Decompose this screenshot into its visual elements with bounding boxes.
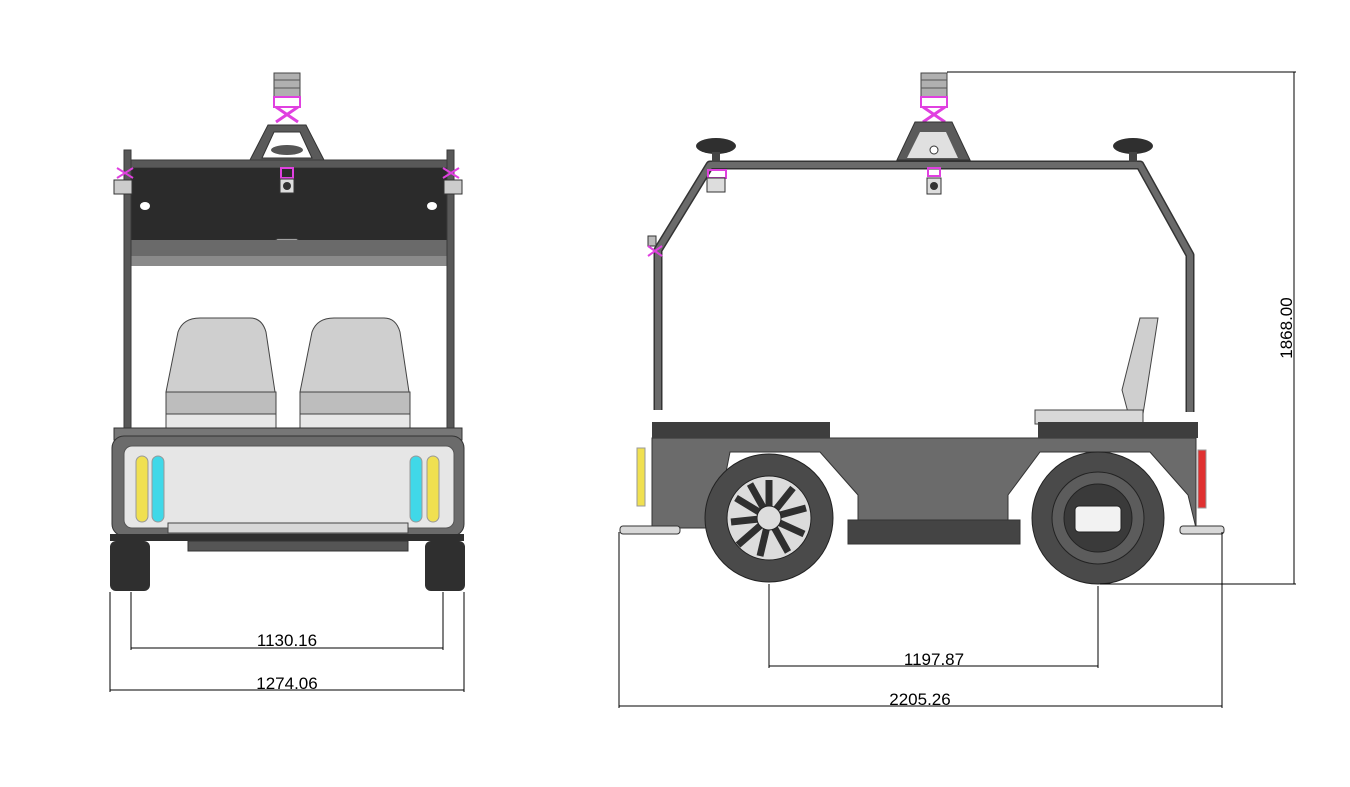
- side-seat: [1034, 317, 1159, 425]
- side-mount-left-icon: [113, 167, 134, 195]
- side-reflector-yellow: [636, 447, 646, 507]
- front-wheel-right: [425, 541, 465, 591]
- reflector-cyan-right: [409, 455, 423, 523]
- front-body-panel: [123, 445, 455, 529]
- front-wheel-left: [110, 541, 150, 591]
- side-length-dimension: 2205.26: [618, 532, 1223, 709]
- side-view: 1197.87 2205.26 1868.00: [618, 71, 1296, 709]
- front-width-label: 1274.06: [256, 674, 317, 693]
- side-length-label: 2205.26: [889, 690, 950, 709]
- front-track-label: 1130.16: [257, 631, 317, 650]
- front-seat-left: [165, 317, 277, 429]
- reflector-yellow-right: [426, 455, 440, 523]
- side-mount-right-icon: [442, 167, 463, 195]
- side-reflector-red: [1197, 449, 1207, 509]
- front-width-dimension: 1274.06: [109, 592, 465, 693]
- front-bumper: [110, 534, 464, 541]
- reflector-cyan-left: [151, 455, 165, 523]
- front-seat-right: [299, 317, 411, 429]
- side-floor: [847, 519, 1021, 545]
- gnss-antenna-icon: [271, 145, 303, 155]
- front-track-dimension: 1130.16: [130, 592, 444, 650]
- front-roof-bar: [123, 159, 455, 169]
- side-wheelbase-label: 1197.87: [904, 650, 964, 669]
- front-view: 1130.16 1274.06: [109, 72, 465, 693]
- side-wheelbase-dimension: 1197.87: [768, 584, 1099, 669]
- side-height-dimension: 1868.00: [947, 71, 1296, 585]
- gnss-antenna-rear-icon: [1113, 138, 1153, 162]
- side-mount-small-icon: [647, 235, 663, 257]
- side-cabin-frame: [653, 160, 1195, 412]
- lidar-sensor-icon: [273, 72, 301, 124]
- side-height-label: 1868.00: [1277, 297, 1296, 358]
- reflector-yellow-left: [135, 455, 149, 523]
- camera-icon: [279, 167, 295, 194]
- side-lidar-sensor-icon: [920, 72, 948, 124]
- side-camera-front-icon: [706, 169, 727, 193]
- side-wheel-rear: [1031, 451, 1165, 585]
- side-camera-top-icon: [926, 167, 942, 195]
- gnss-antenna-front-icon: [696, 138, 736, 162]
- side-wheel-front: [704, 453, 834, 583]
